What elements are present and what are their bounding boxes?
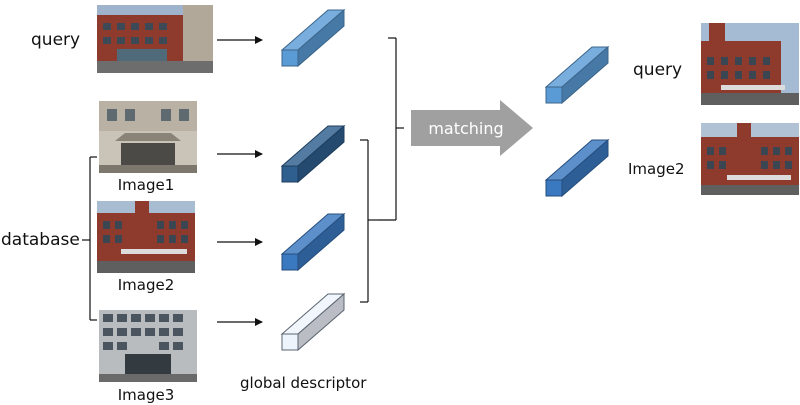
query-photo xyxy=(97,5,213,73)
matching-arrow xyxy=(411,100,533,156)
image3-label: Image3 xyxy=(117,386,175,404)
brick-building-canopy-photo-icon xyxy=(97,201,195,273)
image1-label: Image1 xyxy=(117,176,175,194)
desc-image3-front-face xyxy=(281,333,299,351)
stone-building-entrance-photo-icon xyxy=(99,101,197,173)
descriptor-result-query xyxy=(544,45,610,105)
image2-result-photo xyxy=(701,123,799,195)
image3-photo xyxy=(99,310,197,382)
query-result-photo xyxy=(701,23,799,105)
brick-building-photo-icon xyxy=(97,5,213,73)
brick-building-photo-icon xyxy=(701,23,799,105)
image2-photo xyxy=(97,201,195,273)
desc-image1-front-face xyxy=(281,165,299,183)
matching-label: matching xyxy=(428,119,503,138)
query-result-label: query xyxy=(633,60,683,80)
grey-office-building-photo-icon xyxy=(99,310,197,382)
image2-label: Image2 xyxy=(117,276,175,294)
database-label: database xyxy=(1,230,80,250)
image2-result-label: Image2 xyxy=(628,160,685,178)
all-descriptors-bracket xyxy=(378,37,404,221)
desc-result2-front-face xyxy=(545,179,563,197)
descriptor-query xyxy=(280,8,346,68)
database-bracket xyxy=(82,156,97,321)
query-label: query xyxy=(31,30,81,50)
global-descriptor-label: global descriptor xyxy=(240,374,367,392)
desc-query-front-face xyxy=(281,49,299,67)
descriptor-image2 xyxy=(280,212,346,272)
descriptor-image3 xyxy=(280,292,346,352)
brick-building-canopy-photo-icon xyxy=(701,123,799,195)
image1-photo xyxy=(99,101,197,173)
descriptor-image1 xyxy=(280,124,346,184)
descriptor-result-image2 xyxy=(544,138,610,198)
database-descriptors-bracket xyxy=(360,139,378,303)
desc-image2-front-face xyxy=(281,253,299,271)
desc-result1-front-face xyxy=(545,86,563,104)
